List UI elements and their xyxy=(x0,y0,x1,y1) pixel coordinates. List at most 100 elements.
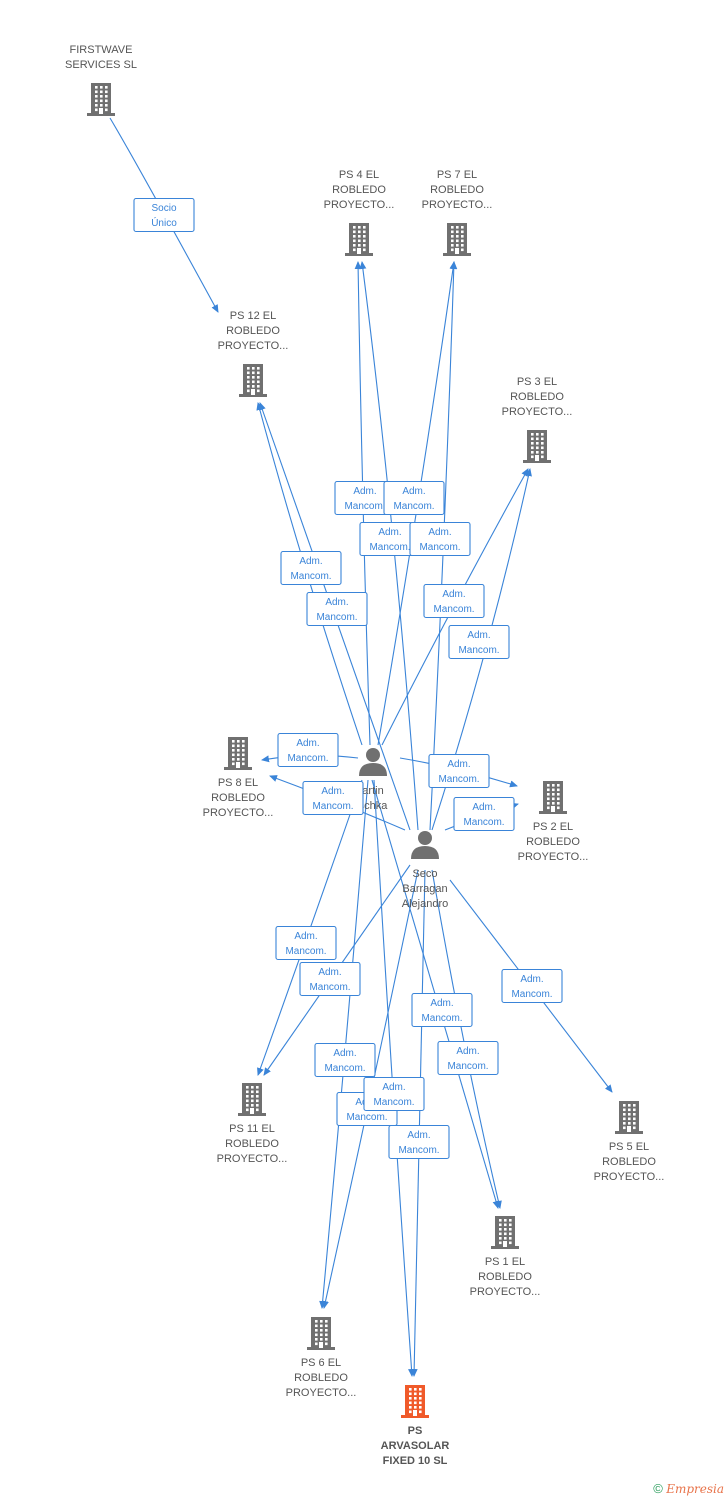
node-label: artin xyxy=(362,785,383,797)
building-icon xyxy=(401,1385,429,1418)
building-icon xyxy=(539,781,567,814)
edge-label-text: Adm. xyxy=(296,738,319,749)
edge-seco-to-arvasolar xyxy=(410,869,426,1377)
node-label: ROBLEDO xyxy=(478,1271,532,1283)
node-ps6[interactable]: PS 6 ELROBLEDOPROYECTO... xyxy=(286,1317,357,1399)
edge-label-box xyxy=(299,961,361,997)
node-label: PS xyxy=(408,1425,423,1437)
node-label: ROBLEDO xyxy=(294,1372,348,1384)
node-label: PROYECTO... xyxy=(218,340,289,352)
edge-label-badge[interactable]: Adm. Mancom. xyxy=(409,521,471,557)
edge-label-box xyxy=(453,796,515,832)
node-label: ROBLEDO xyxy=(430,184,484,196)
edge-label-text: Adm. xyxy=(325,597,348,608)
edge-label-badge[interactable]: Adm. Mancom. xyxy=(280,550,342,586)
edge-label-box xyxy=(388,1124,450,1160)
edge-label-box xyxy=(383,480,445,516)
node-label: PROYECTO... xyxy=(286,1387,357,1399)
node-label: PROYECTO... xyxy=(470,1286,541,1298)
edge-label-text: Adm. xyxy=(428,527,451,538)
edge-label-box xyxy=(411,992,473,1028)
edge-label-text: Mancom. xyxy=(393,501,434,512)
node-ps2[interactable]: PS 2 ELROBLEDOPROYECTO... xyxy=(518,781,589,863)
edge-label-text: Mancom. xyxy=(421,1013,462,1024)
edge-label-badge[interactable]: Adm.Mancom. xyxy=(275,925,337,961)
edge-label-text: Mancom. xyxy=(419,542,460,553)
edge-label-text: Mancom. xyxy=(369,542,410,553)
edge-label-badge[interactable]: Adm.Mancom. xyxy=(501,968,563,1004)
node-label: ROBLEDO xyxy=(211,792,265,804)
node-label: PROYECTO... xyxy=(203,807,274,819)
edge-label-box xyxy=(133,197,195,233)
edge-label-box xyxy=(280,550,342,586)
edge-label-badge[interactable]: Adm.Mancom. xyxy=(363,1076,425,1112)
edge-label-box xyxy=(409,521,471,557)
node-ps12[interactable]: PS 12 EL ROBLEDO PROYECTO... xyxy=(218,310,289,397)
edge-label-text: Adm. xyxy=(382,1082,405,1093)
edge-label-text: Adm. xyxy=(430,998,453,1009)
edge-label-badge[interactable]: Adm.Mancom. xyxy=(437,1040,499,1076)
building-icon xyxy=(224,737,252,770)
node-ps3[interactable]: PS 3 ELROBLEDOPROYECTO... xyxy=(502,376,573,463)
edge-label-badge[interactable]: Adm.Mancom. xyxy=(383,480,445,516)
node-ps7[interactable]: PS 7 ELROBLEDOPROYECTO... xyxy=(422,169,493,256)
node-ps8[interactable]: PS 8 ELROBLEDOPROYECTO... xyxy=(203,737,274,819)
edge-label-text: Adm. xyxy=(321,786,344,797)
edge-label-text: Adm. xyxy=(456,1046,479,1057)
copyright-symbol: © xyxy=(653,1481,663,1496)
node-ps11[interactable]: PS 11 ELROBLEDOPROYECTO... xyxy=(217,1083,288,1165)
person-icon xyxy=(411,831,439,859)
node-label: PROYECTO... xyxy=(502,406,573,418)
edge-label-badge[interactable]: Adm.Mancom. xyxy=(302,780,364,816)
edges-layer xyxy=(109,117,613,1377)
edge-label-badge[interactable]: Adm.Mancom. xyxy=(334,480,396,516)
edge-label-text: Adm. xyxy=(299,556,322,567)
node-label: PS 12 EL xyxy=(230,310,276,322)
node-label: ROBLEDO xyxy=(226,325,280,337)
edge-label-badge[interactable]: Adm.Mancom. xyxy=(448,624,510,660)
edge-label-text: Adm. xyxy=(353,486,376,497)
edge-label-badge[interactable]: Adm. Mancom. xyxy=(411,992,473,1028)
edge-label-box xyxy=(302,780,364,816)
node-ps1[interactable]: PS 1 ELROBLEDOPROYECTO... xyxy=(470,1216,541,1298)
edge-label-text: Adm. xyxy=(318,967,341,978)
edge-label-text: Mancom. xyxy=(290,571,331,582)
edge-label-badge[interactable]: Adm. Mancom. xyxy=(388,1124,450,1160)
edge-label-badge[interactable]: Adm.Mancom. xyxy=(423,583,485,619)
edge-label-text: Único xyxy=(151,216,177,229)
edge-label-badge[interactable]: Adm. Mancom. xyxy=(277,732,339,768)
edge-label-text: Mancom. xyxy=(287,753,328,764)
edge-label-text: Adm. xyxy=(294,931,317,942)
node-ps5[interactable]: PS 5 ELROBLEDOPROYECTO... xyxy=(594,1101,665,1183)
edge-label-badge[interactable]: Adm. Mancom. xyxy=(299,961,361,997)
node-label: PS 3 EL xyxy=(517,376,557,388)
edge-label-badge[interactable]: Adm. Mancom. xyxy=(314,1042,376,1078)
building-icon xyxy=(307,1317,335,1350)
edge-label-badge[interactable]: Adm.Mancom. xyxy=(453,796,515,832)
brand-logo[interactable]: Empresia xyxy=(666,1482,724,1496)
node-label: PROYECTO... xyxy=(518,851,589,863)
building-icon xyxy=(345,223,373,256)
edge-label-text: Adm. xyxy=(407,1130,430,1141)
edge-label-text: Adm. xyxy=(442,589,465,600)
node-ps4[interactable]: PS 4 ELROBLEDOPROYECTO... xyxy=(324,169,395,256)
edge-label-text: Adm. xyxy=(333,1048,356,1059)
node-label: PS 5 EL xyxy=(609,1141,649,1153)
edge-firstwave-to-ps12 xyxy=(109,117,219,313)
edge-label-badge[interactable]: Adm.Mancom. xyxy=(306,591,368,627)
building-icon xyxy=(615,1101,643,1134)
edge-label-text: Mancom. xyxy=(324,1063,365,1074)
edge-label-text: Mancom. xyxy=(398,1145,439,1156)
edge-label-box xyxy=(428,753,490,789)
node-label: ROBLEDO xyxy=(526,836,580,848)
edge-label-text: Mancom. xyxy=(309,982,350,993)
edge-label-text: Adm. xyxy=(520,974,543,985)
edge-label-badge[interactable]: Adm.Mancom. xyxy=(428,753,490,789)
node-label: Barragan xyxy=(402,883,447,895)
